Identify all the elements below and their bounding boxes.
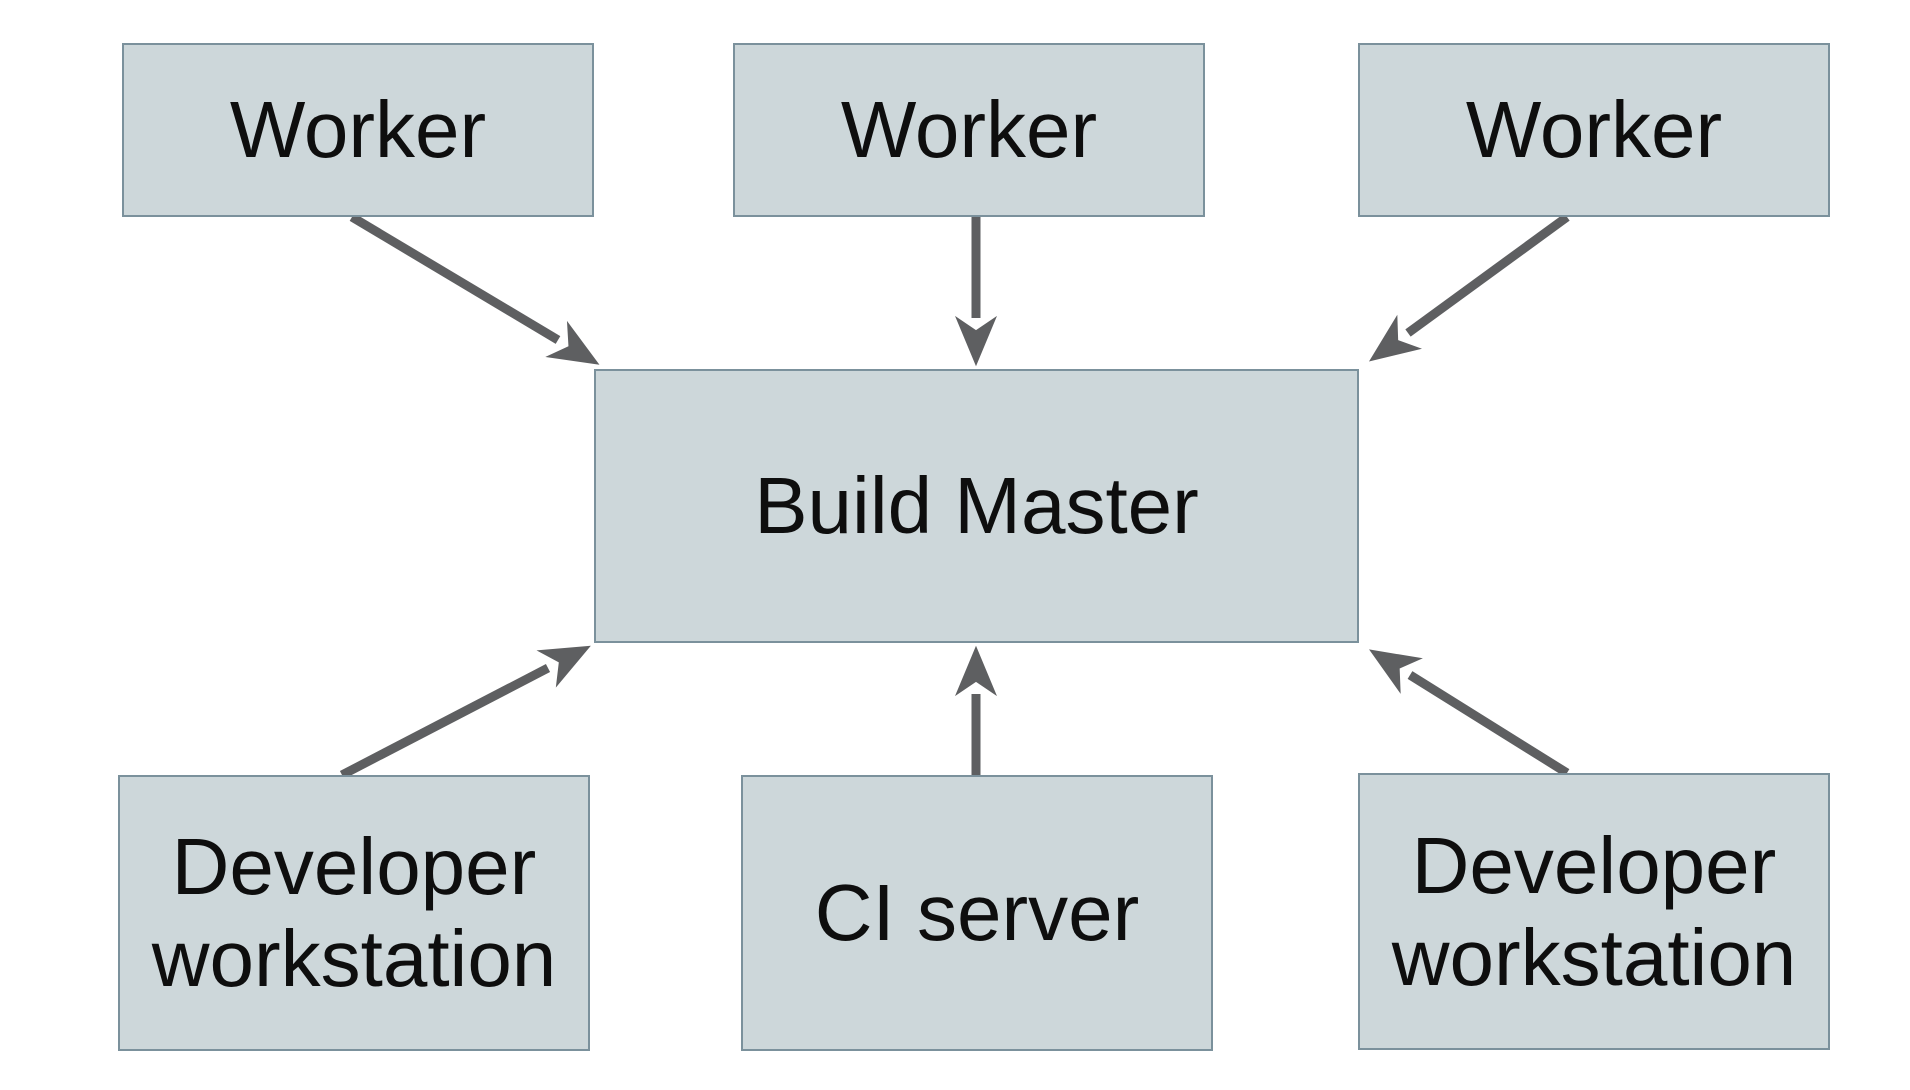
- node-build-master-label: Build Master: [754, 461, 1199, 550]
- node-developer-workstation-right-label: Developer workstation: [1391, 820, 1797, 1002]
- arrow-devright-to-buildmaster: [1369, 649, 1570, 777]
- node-worker-2-label: Worker: [840, 85, 1098, 174]
- arrow-devleft-to-buildmaster: [339, 645, 591, 779]
- node-worker-2: Worker: [733, 43, 1205, 217]
- node-developer-workstation-left: Developer workstation: [118, 775, 590, 1051]
- node-ci-server: CI server: [741, 775, 1213, 1051]
- arrow-worker1-to-buildmaster: [349, 213, 600, 365]
- node-developer-workstation-left-label: Developer workstation: [151, 822, 557, 1003]
- arrow-worker3-to-buildmaster: [1368, 213, 1570, 362]
- node-worker-1: Worker: [122, 43, 594, 217]
- node-worker-1-label: Worker: [229, 85, 487, 174]
- node-ci-server-label: CI server: [814, 868, 1140, 957]
- node-build-master: Build Master: [594, 369, 1359, 643]
- node-worker-3: Worker: [1358, 43, 1830, 217]
- node-developer-workstation-right: Developer workstation: [1358, 773, 1830, 1050]
- node-worker-3-label: Worker: [1465, 85, 1723, 174]
